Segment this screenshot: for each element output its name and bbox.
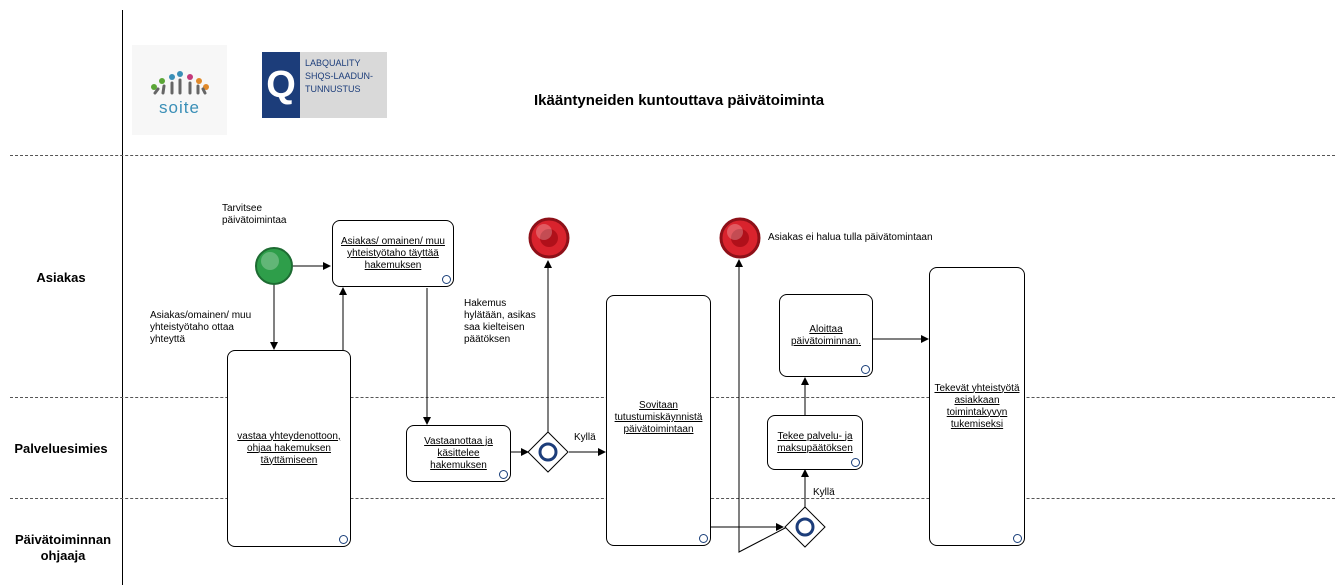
gateway-1 xyxy=(527,431,569,473)
label-yes-1: Kyllä xyxy=(574,432,596,443)
end-event-refuses xyxy=(719,217,761,259)
end-event-rejected xyxy=(528,217,570,259)
task-receive-application[interactable]: Vastaanottaa ja käsittelee hakemuksen xyxy=(406,425,511,482)
task-marker-icon xyxy=(339,535,348,544)
task-start-day-activity[interactable]: Aloittaa päivätoiminnan. xyxy=(779,294,873,377)
task-marker-icon xyxy=(1013,534,1022,543)
task-service-decision[interactable]: Tekee palvelu- ja maksupäätöksen xyxy=(767,415,863,470)
task-marker-icon xyxy=(861,365,870,374)
task-cooperate[interactable]: Tekevät yhteistyötä asiakkaan toimintaky… xyxy=(929,267,1025,546)
gateway-2 xyxy=(784,506,826,548)
soite-people-icon xyxy=(151,71,209,95)
diagram-title: Ikääntyneiden kuntouttava päivätoiminta xyxy=(534,92,825,109)
lane-palveluesimies: Palveluesimies xyxy=(14,441,108,456)
task-marker-icon xyxy=(499,470,508,479)
task-marker-icon xyxy=(699,534,708,543)
labquality-q-mark: Q xyxy=(262,52,300,118)
note-start: Tarvitsee päivätoimintaa xyxy=(222,203,287,226)
labquality-logo: Q LABQUALITY SHQS-LAADUN- TUNNUSTUS xyxy=(262,52,387,118)
flow-g2-to-end2 xyxy=(735,259,788,553)
note-refuses: Asiakas ei halua tulla päivätomintaan xyxy=(768,232,933,243)
note-rejected: Hakemus hylätään, asikas saa kielteisen … xyxy=(464,298,536,345)
lane-paivatoiminnan-ohjaaja: Päivätoiminnan ohjaaja xyxy=(14,532,112,563)
task-agree-visit[interactable]: Sovitaan tutustumiskäynnistä päivätoimin… xyxy=(606,295,711,546)
soite-logo-text: soite xyxy=(159,98,200,117)
task-respond-contact[interactable]: vastaa yhteydenottoon, ohjaa hakemuksen … xyxy=(227,350,351,547)
start-event xyxy=(255,247,293,285)
task-fill-application[interactable]: Asiakas/ omainen/ muu yhteistyötaho täyt… xyxy=(332,220,454,287)
task-marker-icon xyxy=(442,275,451,284)
lane-divider-top xyxy=(10,155,1335,156)
lane-header-divider xyxy=(122,10,123,585)
note-contact: Asiakas/omainen/ muu yhteistyötaho ottaa… xyxy=(150,310,252,345)
task-marker-icon xyxy=(851,458,860,467)
soite-logo: soite xyxy=(132,45,227,135)
labquality-logo-text: LABQUALITY SHQS-LAADUN- TUNNUSTUS xyxy=(305,58,374,94)
label-yes-2: Kyllä xyxy=(813,487,835,498)
lane-asiakas: Asiakas xyxy=(36,270,86,285)
